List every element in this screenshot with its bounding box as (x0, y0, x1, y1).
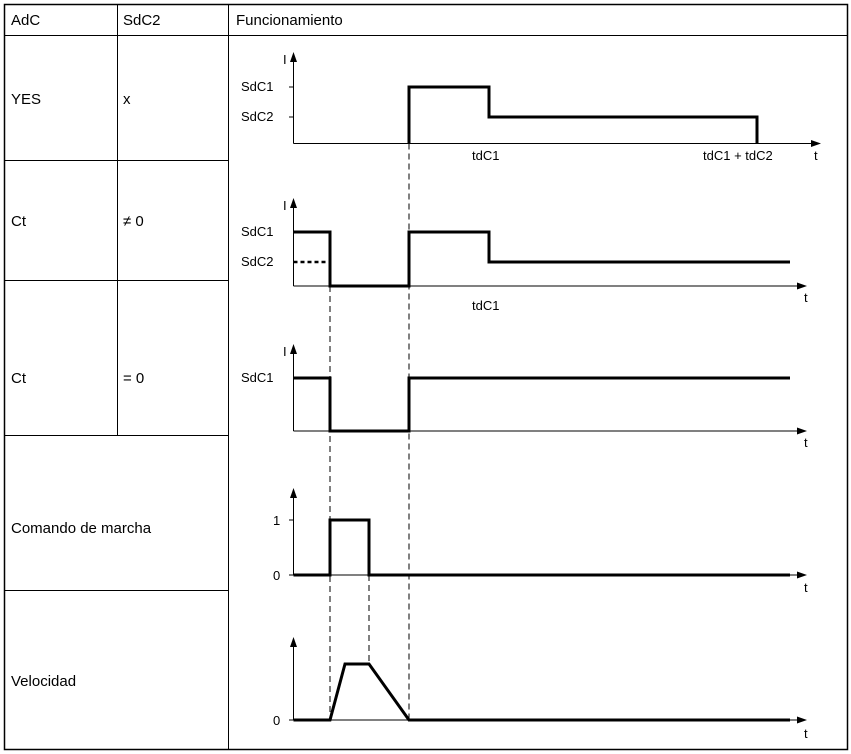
plot4-label-0: 0 (273, 568, 280, 583)
plot3-axis-i: I (283, 344, 287, 359)
plot5-signal (293, 662, 790, 722)
plot2-axis-i: I (283, 198, 287, 213)
header-adc: AdC (11, 12, 40, 29)
plot3-signal (293, 376, 790, 433)
plot1-label-tdc1-tdc2: tdC1 + tdC2 (703, 148, 773, 163)
plot5-label-0: 0 (273, 713, 280, 728)
plot5-x-arrow (797, 716, 807, 724)
row3-adc: Ct (11, 370, 27, 387)
row3-sdc2: = 0 (123, 370, 144, 387)
plot1-label-sdc1: SdC1 (241, 79, 274, 94)
plot1-axis-i: I (283, 52, 287, 67)
plot1-y-arrow (290, 52, 297, 62)
plot1-signal (407, 85, 759, 144)
plot3-label-sdc1: SdC1 (241, 370, 274, 385)
row1-adc: YES (11, 91, 41, 108)
row5-label: Velocidad (11, 673, 76, 690)
plot3-axis-t: t (804, 435, 808, 450)
header-funcionamiento: Funcionamiento (236, 12, 343, 29)
plot2-x-arrow (797, 282, 807, 290)
plot2-y-arrow (290, 198, 297, 208)
plot4-axis-t: t (804, 580, 808, 595)
header-sdc2: SdC2 (123, 12, 161, 29)
plot4-signal (293, 518, 790, 577)
plot5-y-arrow (290, 637, 297, 647)
row4-label: Comando de marcha (11, 520, 152, 537)
plot2-label-tdc1: tdC1 (472, 298, 499, 313)
plot2-label-sdc2: SdC2 (241, 254, 274, 269)
plot1-x-arrow (811, 140, 821, 147)
plot1-label-tdc1: tdC1 (472, 148, 499, 163)
plot2-axis-t: t (804, 290, 808, 305)
table-grid (3, 3, 849, 751)
plot4-label-1: 1 (273, 513, 280, 528)
plot-2: I t SdC1 SdC2 tdC1 (241, 198, 808, 313)
plot-5: t 0 (273, 637, 808, 741)
plot3-x-arrow (797, 427, 807, 435)
plot4-x-arrow (797, 571, 807, 579)
row2-adc: Ct (11, 213, 27, 230)
plot3-y-arrow (290, 344, 297, 354)
row2-sdc2: ≠ 0 (123, 213, 144, 230)
plot-1: I t SdC1 SdC2 tdC1 tdC1 + tdC2 (241, 52, 821, 163)
plot2-signal (293, 230, 790, 288)
plot1-label-sdc2: SdC2 (241, 109, 274, 124)
plot-3: I t SdC1 (241, 344, 808, 450)
plot4-y-arrow (290, 488, 297, 498)
row1-sdc2: x (123, 91, 131, 108)
plot5-axis-t: t (804, 726, 808, 741)
plot-4: t 1 0 (273, 488, 808, 595)
plot2-label-sdc1: SdC1 (241, 224, 274, 239)
plot1-axis-t: t (814, 148, 818, 163)
guide-lines (329, 143, 410, 720)
